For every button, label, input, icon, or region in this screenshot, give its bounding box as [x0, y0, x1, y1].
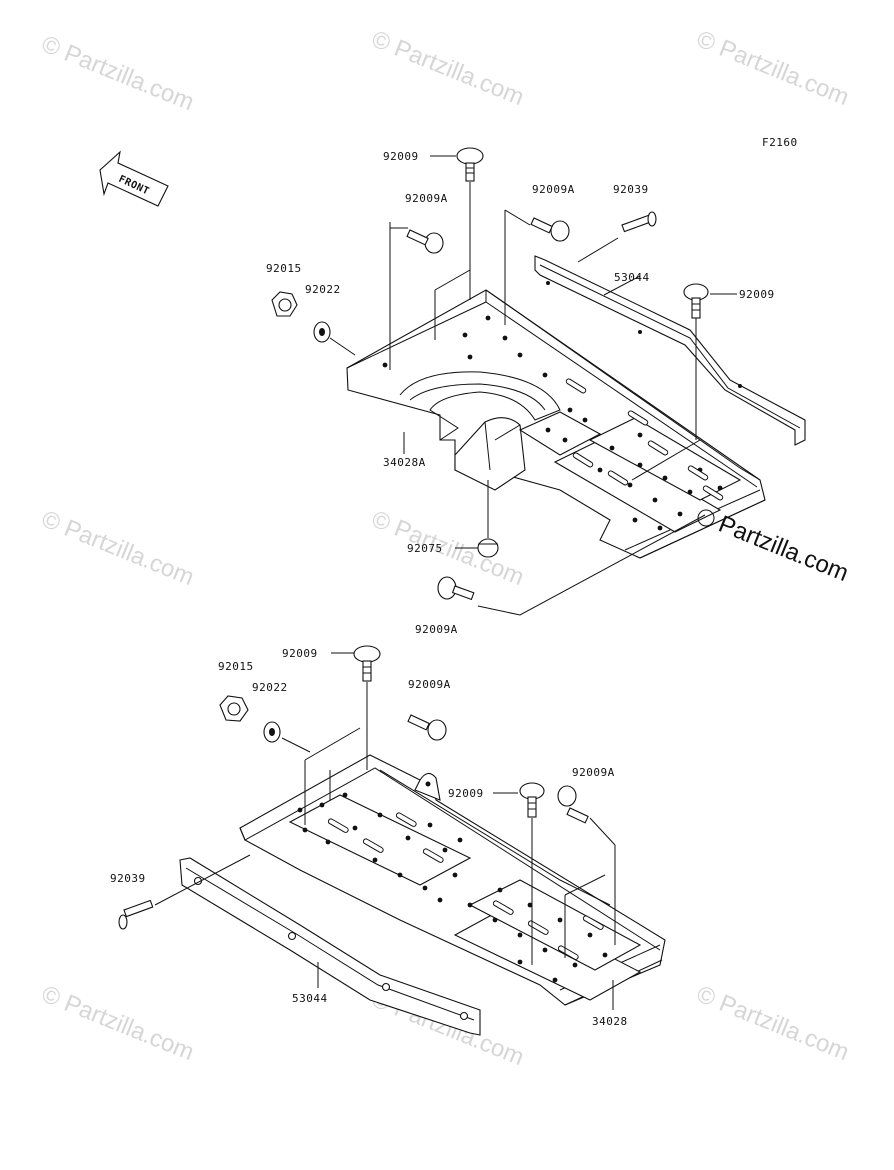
part-label: 92009 — [739, 288, 775, 301]
lower-assembly: 92015 92009 92022 92009A 92009 92009A 92… — [110, 645, 666, 1036]
part-label: 92009 — [383, 150, 419, 163]
upper-slots — [565, 378, 724, 501]
part-label: 92009 — [282, 647, 318, 660]
lower-slots — [327, 812, 604, 960]
part-label: 92009A — [572, 766, 615, 779]
part-label: 92022 — [252, 681, 288, 694]
watermark: © Partzilla.com — [368, 26, 528, 112]
lower-rail-53044 — [179, 857, 481, 1036]
part-label: 92039 — [613, 183, 649, 196]
front-arrow-icon: FRONT — [99, 150, 169, 207]
lower-bolt-92009A-right — [557, 785, 589, 824]
lower-bolt-92009A-top — [407, 714, 447, 741]
part-label: 34028A — [383, 456, 426, 469]
partzilla-logo: Partzilla.com — [697, 509, 852, 587]
part-label: 92015 — [218, 660, 254, 673]
part-label: 53044 — [292, 992, 328, 1005]
part-label: 92009A — [415, 623, 458, 636]
upper-leaders — [329, 155, 737, 616]
part-label: 92009A — [532, 183, 575, 196]
part-label: 92022 — [305, 283, 341, 296]
lower-pin-92039 — [118, 899, 154, 930]
upper-pin-92039 — [621, 211, 657, 233]
part-label: 53044 — [614, 271, 650, 284]
upper-carrier — [346, 289, 766, 559]
upper-rail-53044 — [534, 255, 806, 446]
part-label: 34028 — [592, 1015, 628, 1028]
lower-washer-92022 — [263, 721, 281, 743]
part-label: 92015 — [266, 262, 302, 275]
upper-bolt-92009-right — [683, 283, 709, 319]
part-label: 92039 — [110, 872, 146, 885]
lower-nut-92015 — [219, 695, 249, 722]
upper-nut-92015 — [271, 291, 298, 317]
watermark: © Partzilla.com — [38, 981, 198, 1067]
lower-leaders — [154, 652, 616, 1010]
upper-cap-92075 — [477, 538, 499, 558]
part-label: 92009 — [448, 787, 484, 800]
upper-bolt-92009-top — [456, 147, 484, 182]
upper-bolt-92009A-left — [406, 229, 444, 254]
upper-assembly: 92009 92009A 92009A 92039 92015 92022 53… — [266, 147, 852, 636]
lower-bolt-92009-right — [519, 782, 545, 818]
lower-holes — [297, 792, 608, 983]
upper-bolt-92009A-bottom — [437, 576, 475, 601]
brand-mark: Partzilla.com — [715, 511, 852, 587]
part-label: 92009A — [405, 192, 448, 205]
lower-carrier — [239, 754, 666, 1006]
part-label: 92075 — [407, 542, 443, 555]
watermark: © Partzilla.com — [38, 31, 198, 117]
upper-washer-92022 — [313, 321, 331, 343]
watermark: © Partzilla.com — [693, 981, 853, 1067]
watermark: © Partzilla.com — [38, 506, 198, 592]
figure-id: F2160 — [762, 136, 798, 149]
lower-bolt-92009-top — [353, 645, 381, 682]
upper-bolt-92009A-mid — [530, 217, 570, 242]
part-label: 92009A — [408, 678, 451, 691]
watermark: © Partzilla.com — [693, 26, 853, 112]
